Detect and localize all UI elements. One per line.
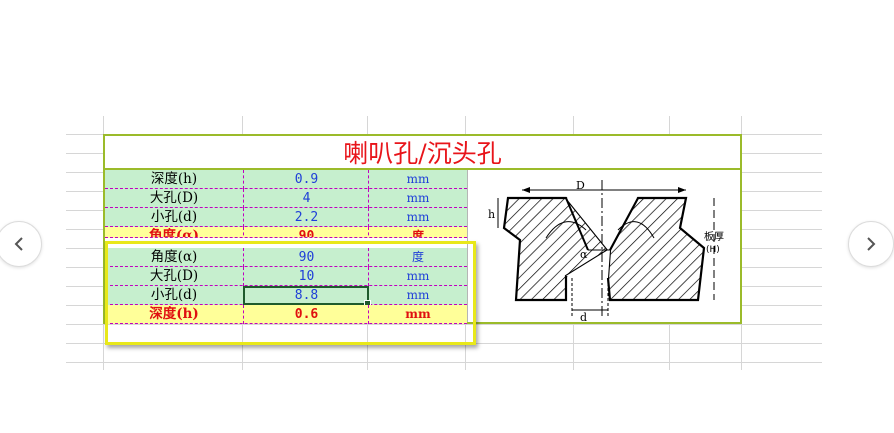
- label-D: D: [576, 179, 585, 192]
- label-alpha: α: [580, 248, 588, 261]
- row-value[interactable]: 4: [243, 189, 369, 208]
- row-label[interactable]: 深度(h): [150, 171, 198, 187]
- row-unit[interactable]: 度: [368, 248, 467, 267]
- row-unit[interactable]: 度: [368, 227, 467, 237]
- row-unit[interactable]: mm: [368, 170, 467, 189]
- row-value[interactable]: 0.6: [243, 305, 369, 324]
- table-row[interactable]: 深度(h) 0.6 mm: [105, 305, 467, 324]
- row-value[interactable]: 90: [243, 227, 369, 237]
- table-row[interactable]: 角度(α) 90 度: [105, 248, 467, 267]
- row-value[interactable]: 90: [243, 248, 369, 267]
- countersink-diagram: D d h α 板厚 (H): [467, 170, 741, 324]
- countersink-calculator-table: 喇叭孔/沉头孔 深度(h) 0.9 mm 大孔(D) 4 mm 小孔(d) 2.…: [103, 134, 742, 324]
- row-label[interactable]: 深度(h): [149, 306, 199, 322]
- table-row[interactable]: 大孔(D) 4 mm: [105, 189, 467, 208]
- highlight-box: [105, 241, 476, 345]
- label-d: d: [580, 311, 587, 322]
- countersink-cross-section: D d h α 板厚 (H): [488, 179, 724, 324]
- prev-button[interactable]: [0, 221, 42, 267]
- label-thickness: 板厚: [704, 230, 724, 243]
- row-value[interactable]: 2.2: [243, 208, 369, 227]
- row-label[interactable]: 大孔(D): [149, 268, 199, 284]
- table-row[interactable]: 大孔(D) 10 mm: [105, 267, 467, 286]
- label-thickness-H: (H): [706, 245, 720, 255]
- row-label[interactable]: 角度(α): [150, 249, 198, 265]
- table-row[interactable]: 角度(α) 90 度: [105, 227, 467, 238]
- chevron-left-icon: [14, 237, 23, 251]
- table-row[interactable]: 深度(h) 0.9 mm: [105, 170, 467, 189]
- next-button[interactable]: [848, 221, 894, 267]
- row-unit[interactable]: mm: [368, 208, 467, 227]
- table-title: 喇叭孔/沉头孔: [105, 136, 740, 170]
- row-label[interactable]: 大孔(D): [149, 190, 199, 206]
- row-value[interactable]: 10: [243, 267, 369, 286]
- row-label[interactable]: 小孔(d): [150, 209, 198, 225]
- row-unit[interactable]: mm: [368, 267, 467, 286]
- row-value[interactable]: 0.9: [243, 170, 369, 189]
- label-h: h: [488, 208, 495, 221]
- table-row[interactable]: 小孔(d) 2.2 mm: [105, 208, 467, 227]
- row-unit[interactable]: mm: [368, 189, 467, 208]
- row-unit[interactable]: mm: [368, 305, 467, 324]
- chevron-right-icon: [867, 237, 876, 251]
- row-label[interactable]: 小孔(d): [150, 287, 198, 303]
- row-label[interactable]: 角度(α): [148, 228, 200, 238]
